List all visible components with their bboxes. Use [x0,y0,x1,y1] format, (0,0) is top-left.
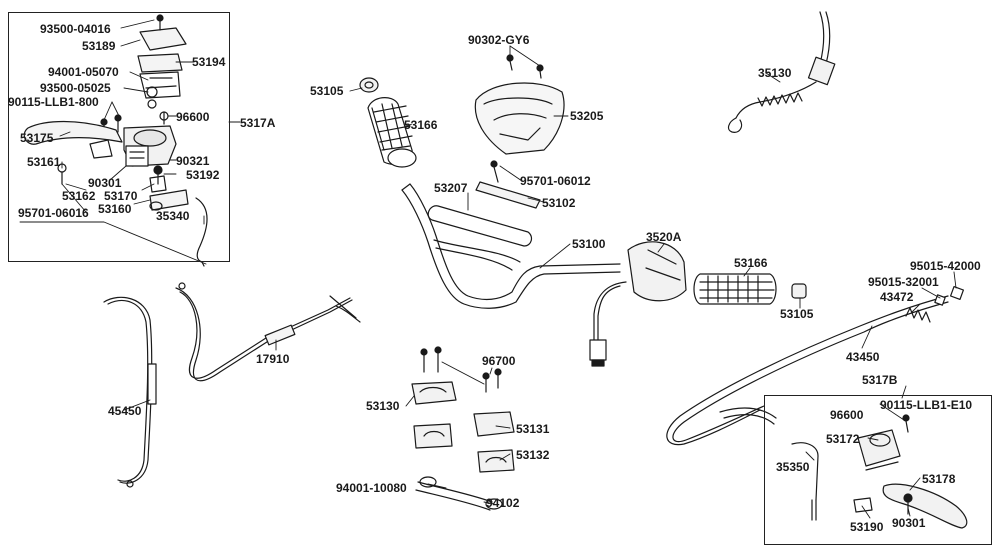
part-label: 96600 [830,408,864,422]
part-label: 53105 [310,84,344,98]
part-label: 53160 [98,202,132,216]
part-label: 53194 [192,55,226,69]
part-label: 53131 [516,422,550,436]
part-label: 53161 [27,155,61,169]
part-label: 95015-32001 [868,275,939,289]
part-label: 53178 [922,472,956,486]
part-label: 53190 [850,520,884,534]
part-label: 53192 [186,168,220,182]
part-label: 5317A [240,116,276,130]
part-label: 53162 [62,189,96,203]
part-label: 95701-06012 [520,174,591,188]
part-label: 90321 [176,154,210,168]
throttle-cables-drawing [103,282,361,488]
part-label: 90302-GY6 [468,33,530,47]
part-label: 53175 [20,131,54,145]
part-label: 90115-LLB1-E10 [880,398,973,412]
part-label: 53105 [780,307,814,321]
part-label: 53205 [570,109,604,123]
part-label: 5317B [862,373,898,387]
part-label: 45450 [108,404,142,418]
part-label: 90301 [892,516,926,530]
handlebar-drawing [401,160,621,309]
part-label: 93500-05025 [40,81,111,95]
part-label: 53166 [734,256,768,270]
left-lever-assembly-drawing [23,14,208,267]
brake-cable-drawing [666,285,965,446]
part-label: 93500-04016 [40,22,111,36]
kill-switch-lanyard-drawing [727,11,836,133]
part-label: 94001-05070 [48,65,119,79]
part-label: 43472 [880,290,914,304]
part-label: 53130 [366,399,400,413]
part-label: 17910 [256,352,290,366]
part-label: 53102 [542,196,576,210]
part-label: 53170 [104,189,138,203]
right-lever-assembly-drawing [791,414,968,529]
part-label: 53100 [572,237,606,251]
right-switch-grip-drawing [589,241,807,367]
handlebar-cover-drawing [474,54,565,155]
part-label: 96600 [176,110,210,124]
leader-lines [19,19,957,519]
left-grip-drawing [359,77,417,168]
part-label: 53166 [404,118,438,132]
part-label: 3520A [646,230,682,244]
riser-clamps-drawing [411,346,515,511]
part-label: 53172 [826,432,860,446]
group-frame-5317B [764,395,992,545]
part-label: 53132 [516,448,550,462]
part-label: 94102 [486,496,520,510]
part-label: 95015-42000 [910,259,981,273]
part-label: 96700 [482,354,516,368]
part-label: 90301 [88,176,122,190]
part-label: 35130 [758,66,792,80]
part-label: 90115-LLB1-800 [8,95,99,109]
part-label: 53189 [82,39,116,53]
part-label: 53207 [434,181,468,195]
part-label: 35340 [156,209,190,223]
part-label: 35350 [776,460,810,474]
group-frame-5317A [8,12,230,262]
part-label: 95701-06016 [18,206,89,220]
part-label: 94001-10080 [336,481,407,495]
part-label: 43450 [846,350,880,364]
